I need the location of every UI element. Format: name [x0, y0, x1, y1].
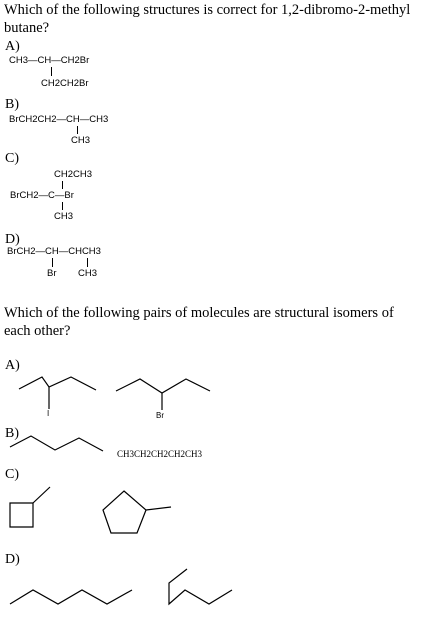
q1-d-bond-right [87, 258, 88, 267]
q2-b-right-formula: CH3CH2CH2CH2CH3 [117, 449, 203, 459]
q2-a-right-molecule [115, 378, 211, 394]
q1-c-bond-top [62, 181, 63, 189]
q2-c-left-branch [32, 486, 51, 504]
q1-a-branch: CH2CH2Br [41, 78, 89, 89]
q1-d-bond-left [52, 258, 53, 267]
q2-option-d-label: D) [5, 552, 20, 567]
q2-a-right-substituent: Br [156, 411, 164, 420]
question2-line1: Which of the following pairs of molecule… [4, 305, 394, 321]
question1-line1: Which of the following structures is cor… [4, 2, 411, 18]
q1-option-b-label: B) [5, 97, 19, 112]
q2-c-right-ring [102, 490, 147, 534]
q1-b-branch: CH3 [71, 135, 91, 146]
q1-c-bottom: CH3 [54, 211, 74, 222]
q2-b-left-molecule [9, 435, 104, 452]
q2-option-a-label: A) [5, 358, 20, 373]
q1-a-main-chain: CH3—CH—CH2Br [9, 55, 90, 66]
q2-d-left-molecule [9, 589, 133, 605]
q1-option-c-label: C) [5, 151, 19, 166]
q1-c-middle: BrCH2—C—Br [10, 190, 74, 201]
q1-a-bond [51, 67, 52, 76]
q2-a-left-molecule [18, 376, 97, 391]
q1-option-a-label: A) [5, 39, 20, 54]
q1-d-sub-left: Br [47, 268, 57, 279]
q2-option-b-label: B) [5, 426, 19, 441]
q2-option-c-label: C) [5, 467, 19, 482]
q1-c-bond-bottom [62, 202, 63, 210]
q1-d-sub-right: CH3 [78, 268, 98, 279]
q1-c-top: CH2CH3 [54, 169, 93, 180]
question2-line2: each other? [4, 323, 71, 339]
q2-d-right-molecule [168, 568, 233, 606]
q1-d-main-chain: BrCH2—CH—CHCH3 [7, 246, 101, 257]
q2-a-left-substituent: I [47, 409, 50, 418]
question1-line2: butane? [4, 20, 50, 36]
q1-b-main-chain: BrCH2CH2—CH—CH3 [9, 114, 109, 125]
q2-c-left-ring [9, 502, 34, 528]
q2-c-right-branch [145, 506, 172, 511]
q1-option-d-label: D) [5, 232, 20, 247]
q1-b-bond [77, 126, 78, 134]
